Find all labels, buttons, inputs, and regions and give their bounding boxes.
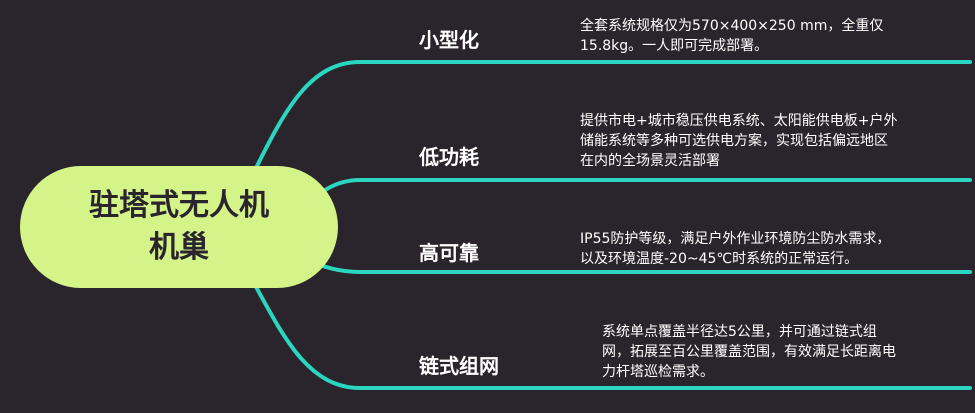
branch-desc-line: 以及环境温度-20~45℃时系统的正常运行。 [580,251,859,267]
branch-desc-high-reliability: IP55防护等级，满足户外作业环境防尘防水需求， 以及环境温度-20~45℃时系… [580,229,890,269]
connector-line-1 [253,60,972,172]
connector-line-4 [253,283,972,390]
branch-desc-line: 力杆塔巡检需求。 [602,364,714,380]
branch-desc-line: 网，拓展至百公里覆盖范围，有效满足长距离电 [602,344,896,360]
branch-desc-line: 15.8kg。一人即可完成部署。 [580,38,769,54]
branch-desc-line: IP55防护等级，满足户外作业环境防尘防水需求， [580,231,891,247]
branch-title-low-power: 低功耗 [419,145,479,169]
root-node: 驻塔式无人机 机巢 [20,166,338,288]
branch-title-miniaturized: 小型化 [419,28,479,52]
branch-desc-low-power: 提供市电+城市稳压供电系统、太阳能供电板+户外 储能系统等多种可选供电方案，实现… [580,111,897,171]
root-title-line1: 驻塔式无人机 [89,188,269,223]
root-title-line2: 机巢 [149,230,209,265]
branch-desc-chain-network: 系统单点覆盖半径达5公里，并可通过链式组 网，拓展至百公里覆盖范围，有效满足长距… [602,322,896,382]
branch-desc-line: 储能系统等多种可选供电方案，实现包括偏远地区 [580,133,888,149]
branch-desc-line: 系统单点覆盖半径达5公里，并可通过链式组 [602,324,877,340]
branch-desc-line: 全套系统规格仅为570×400×250 mm，全重仅 [580,18,884,34]
branch-title-high-reliability: 高可靠 [419,241,479,265]
branch-title-chain-network: 链式组网 [419,354,499,378]
connector-line-2 [298,178,972,212]
branch-desc-miniaturized: 全套系统规格仅为570×400×250 mm，全重仅 15.8kg。一人即可完成… [580,16,883,56]
branch-desc-line: 提供市电+城市稳压供电系统、太阳能供电板+户外 [580,113,898,129]
branch-desc-line: 在内的全场景灵活部署 [580,153,720,169]
